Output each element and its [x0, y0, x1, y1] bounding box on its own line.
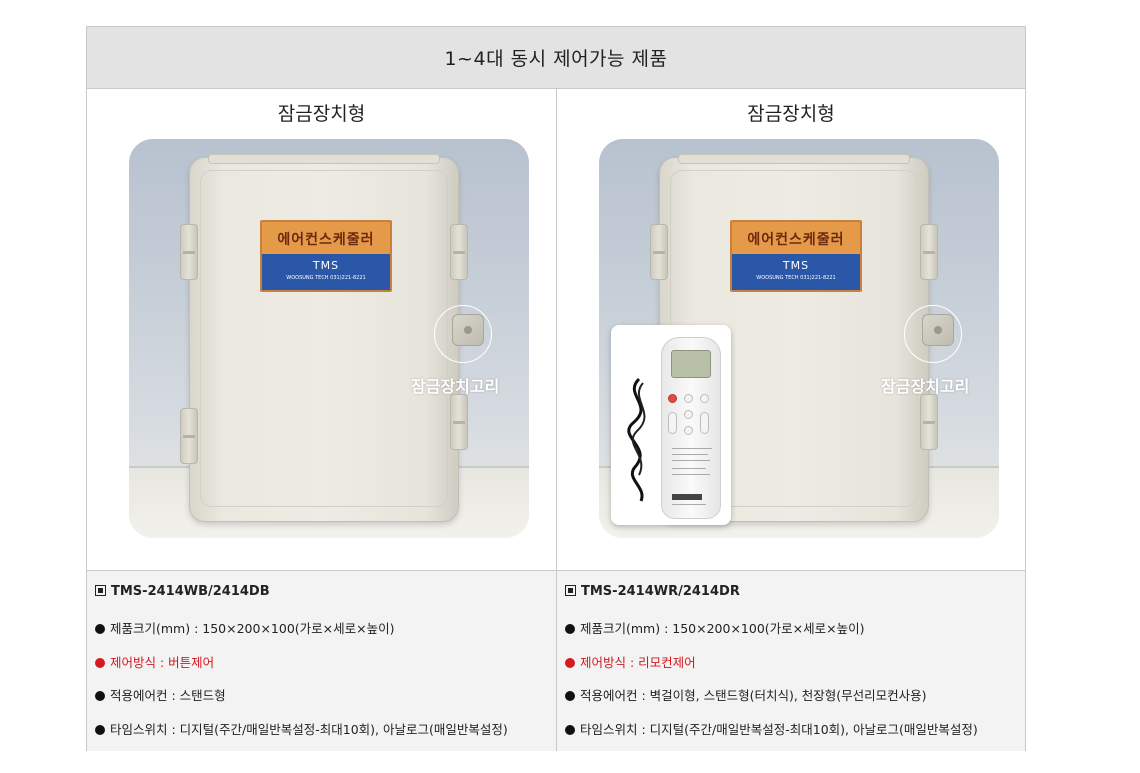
spec-item-highlight: 제어방식 : 버튼제어	[95, 652, 214, 671]
product-type-title: 잠금장치형	[747, 103, 835, 125]
remote-text-line	[672, 474, 710, 475]
bullet-icon	[95, 691, 105, 701]
table-header: 1~4대 동시 제어가능 제품	[87, 27, 1025, 89]
label-brand: TMS	[782, 259, 810, 272]
hinge-icon	[920, 224, 938, 280]
product-type-title: 잠금장치형	[277, 103, 366, 125]
lock-highlight-circle	[434, 305, 492, 363]
spec-text: 타임스위치 : 디지털(주간/매일반복설정-최대10회), 아날로그(매일반복설…	[110, 722, 508, 737]
hinge-icon	[180, 224, 198, 280]
label-main: 에어컨스케줄러	[747, 232, 845, 248]
lock-highlight-circle	[904, 305, 962, 363]
label-bottom: TMS WOOSUNG TECH 031)221-8221	[262, 254, 390, 290]
product-label: 에어컨스케줄러 TMS WOOSUNG TECH 031)221-8221	[730, 220, 862, 292]
spec-text: 제어방식 : 리모컨제어	[580, 655, 696, 670]
remote-text-line	[672, 454, 708, 455]
spec-text: 적용에어컨 : 벽걸이형, 스탠드형(터치식), 천장형(무선리모컨사용)	[580, 688, 927, 703]
product-comparison-table: 1~4대 동시 제어가능 제품 잠금장치형 에어컨스케줄러	[86, 26, 1026, 751]
remote-button-icon	[684, 410, 693, 419]
lock-label: 잠금장치고리	[881, 377, 970, 396]
model-line: TMS-2414WB/2414DB	[95, 584, 270, 599]
spec-text: 제품크기(mm) : 150×200×100(가로×세로×높이)	[110, 621, 395, 636]
hinge-icon	[920, 394, 938, 450]
square-bullet-icon	[95, 585, 106, 596]
label-brand: TMS	[312, 259, 340, 272]
bullet-icon	[565, 624, 575, 634]
label-main: 에어컨스케줄러	[277, 232, 375, 248]
remote-button-icon	[684, 394, 693, 403]
lid-top	[678, 154, 910, 164]
spec-item: 적용에어컨 : 스탠드형	[95, 685, 226, 704]
product-label: 에어컨스케줄러 TMS WOOSUNG TECH 031)221-8221	[260, 220, 392, 292]
product-columns: 잠금장치형 에어컨스케줄러 TMS WOOSUNG TECH 031)	[87, 89, 1025, 751]
enclosure-box: 에어컨스케줄러 TMS WOOSUNG TECH 031)221-8221	[180, 154, 484, 522]
hinge-icon	[450, 394, 468, 450]
square-bullet-icon	[565, 585, 576, 596]
remote-button-icon	[700, 394, 709, 403]
spec-panel: TMS-2414WB/2414DB 제품크기(mm) : 150×200×100…	[87, 570, 556, 751]
lock-label: 잠금장치고리	[411, 377, 500, 396]
label-bottom: TMS WOOSUNG TECH 031)221-8221	[732, 254, 860, 290]
remote-brand-mark	[672, 494, 702, 500]
header-title: 1~4대 동시 제어가능 제품	[444, 48, 668, 70]
label-contact: WOOSUNG TECH 031)221-8221	[286, 275, 366, 281]
spec-item: 적용에어컨 : 벽걸이형, 스탠드형(터치식), 천장형(무선리모컨사용)	[565, 685, 927, 704]
power-button-icon	[668, 394, 677, 403]
product-photo: 에어컨스케줄러 TMS WOOSUNG TECH 031)221-8221 잠금…	[129, 139, 529, 538]
spec-item: 타임스위치 : 디지털(주간/매일반복설정-최대10회), 아날로그(매일반복설…	[95, 719, 508, 738]
remote-text-line	[672, 448, 712, 449]
hinge-icon	[650, 224, 668, 280]
spec-item: 제품크기(mm) : 150×200×100(가로×세로×높이)	[95, 618, 395, 637]
remote-button-icon	[700, 412, 709, 434]
model-line: TMS-2414WR/2414DR	[565, 584, 740, 599]
spec-item: 제품크기(mm) : 150×200×100(가로×세로×높이)	[565, 618, 865, 637]
remote-text-line	[672, 460, 710, 461]
spec-text: 제품크기(mm) : 150×200×100(가로×세로×높이)	[580, 621, 865, 636]
spec-text: 제어방식 : 버튼제어	[110, 655, 215, 670]
remote-text-line	[672, 504, 706, 505]
bullet-icon	[565, 691, 575, 701]
bullet-icon	[565, 658, 575, 668]
model-number: TMS-2414WR/2414DR	[581, 584, 740, 599]
bullet-icon	[95, 725, 105, 735]
label-contact: WOOSUNG TECH 031)221-8221	[756, 275, 836, 281]
spec-panel: TMS-2414WR/2414DR 제품크기(mm) : 150×200×100…	[557, 570, 1025, 751]
remote-control-icon	[661, 337, 721, 519]
bullet-icon	[565, 725, 575, 735]
remote-text-line	[672, 468, 706, 469]
product-photo: 에어컨스케줄러 TMS WOOSUNG TECH 031)221-8221 잠금…	[599, 139, 999, 538]
product-column-1: 잠금장치형 에어컨스케줄러 TMS WOOSUNG TECH 031)	[87, 89, 556, 751]
lid-top	[208, 154, 440, 164]
remote-button-icon	[668, 412, 677, 434]
hinge-icon	[450, 224, 468, 280]
spec-item-highlight: 제어방식 : 리모컨제어	[565, 652, 696, 671]
hinge-icon	[180, 408, 198, 464]
remote-button-icon	[684, 426, 693, 435]
spec-text: 타임스위치 : 디지털(주간/매일반복설정-최대10회), 아날로그(매일반복설…	[580, 722, 978, 737]
spec-item: 타임스위치 : 디지털(주간/매일반복설정-최대10회), 아날로그(매일반복설…	[565, 719, 978, 738]
bullet-icon	[95, 624, 105, 634]
bullet-icon	[95, 658, 105, 668]
remote-control-photo	[611, 325, 731, 525]
model-number: TMS-2414WB/2414DB	[111, 584, 270, 599]
spec-text: 적용에어컨 : 스탠드형	[110, 688, 226, 703]
cable-icon	[627, 377, 646, 502]
product-column-2: 잠금장치형 에어컨스케줄러 TMS WOOSUNG TECH 031)	[556, 89, 1025, 751]
remote-screen	[671, 350, 711, 378]
